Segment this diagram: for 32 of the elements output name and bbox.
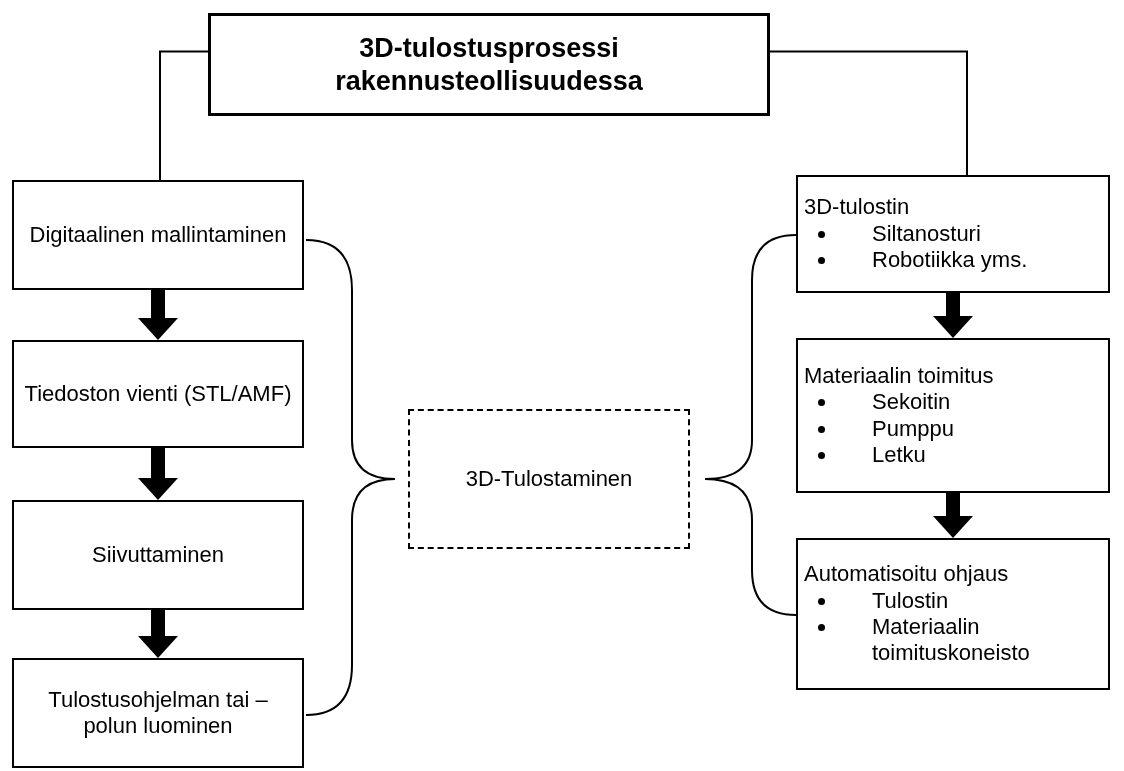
title-box [208, 13, 770, 116]
bullet-text: Letku [872, 441, 926, 469]
connector-line [159, 50, 209, 181]
connector-line [769, 50, 968, 176]
box-label: Tiedoston vienti (STL/AMF) [24, 380, 292, 408]
block-arrow [138, 448, 178, 500]
box-heading: 3D-tulostin [804, 194, 910, 221]
process-box [796, 338, 1110, 493]
box-heading: Automatisoitu ohjaus [804, 561, 1009, 588]
box-label: 3D-Tulostaminen [465, 465, 633, 493]
box-label: Siivuttaminen [91, 541, 225, 569]
block-arrow [138, 290, 178, 340]
bullet-text: Materiaalin toimituskoneisto [872, 614, 1031, 667]
block-arrow [933, 493, 973, 538]
box-heading: Materiaalin toimitus [804, 362, 994, 390]
process-box [12, 658, 304, 768]
process-box [796, 538, 1110, 690]
bullet-text: Robotiikka yms. [872, 247, 1028, 274]
process-box [796, 175, 1110, 293]
box-label: 3D-tulostusprosessi rakennusteollisuudessa [334, 32, 644, 97]
bullet-text: Sekoitin [872, 389, 951, 416]
process-box [12, 340, 304, 448]
dashed-box [408, 409, 690, 549]
block-arrow [138, 610, 178, 658]
box-label: Tulostusohjelman tai –polun luominen [47, 686, 269, 740]
bullet-text: Pumppu [872, 415, 954, 442]
box-label: Digitaalinen mallintaminen [29, 221, 287, 249]
process-box [12, 180, 304, 290]
bullet-text: Tulostin [872, 587, 949, 614]
bullet-text: Siltanosturi [872, 220, 981, 248]
process-box [12, 500, 304, 610]
block-arrow [933, 293, 973, 338]
